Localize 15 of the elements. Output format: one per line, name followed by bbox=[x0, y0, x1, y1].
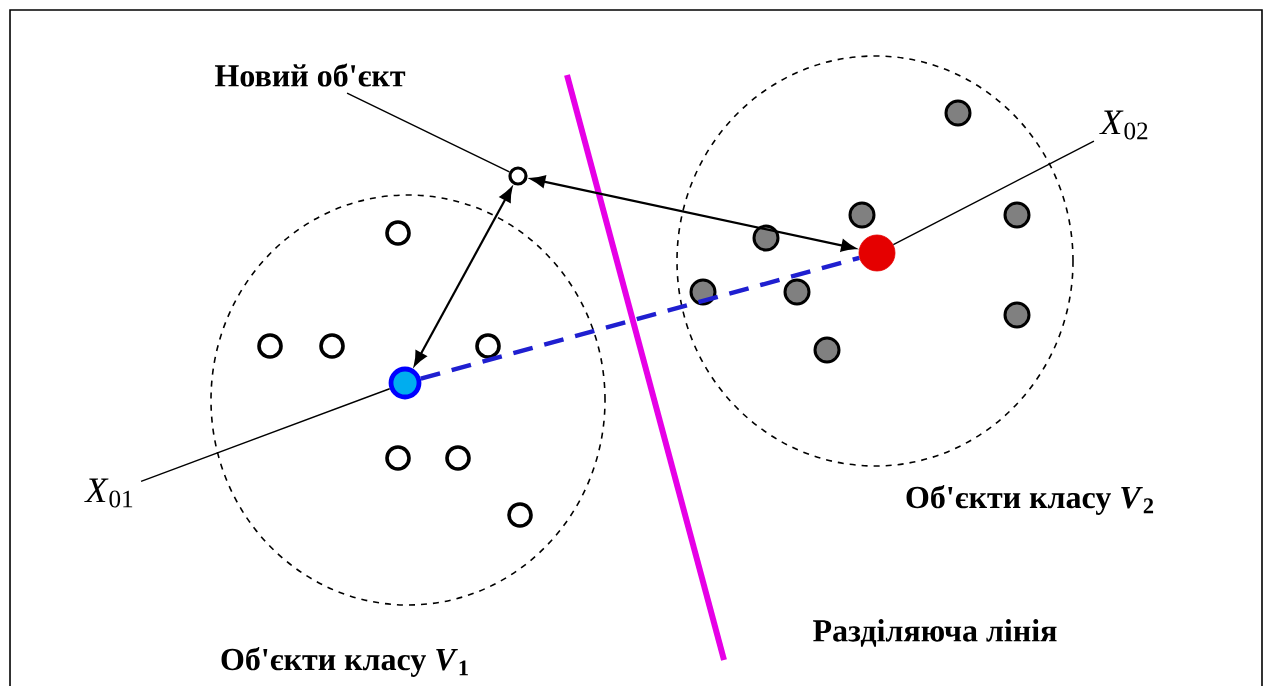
leader-line bbox=[140, 388, 391, 483]
object-label: Новий об'єкт bbox=[215, 63, 406, 87]
arrow bbox=[413, 187, 513, 366]
arrow bbox=[530, 175, 856, 252]
distance-line bbox=[420, 255, 860, 381]
cluster-label: Об'єкти класу V$_{1}$ bbox=[221, 647, 468, 677]
centroid-point bbox=[858, 234, 896, 272]
leader-line bbox=[346, 92, 511, 173]
new-object-point bbox=[508, 166, 528, 186]
centroid-label: X$_{01}$ bbox=[84, 478, 133, 508]
leader-line bbox=[892, 140, 1095, 246]
line-label: Разділяюча лінія bbox=[813, 619, 1057, 647]
centroid-point bbox=[388, 366, 422, 400]
cluster-label: Об'єкти класу V$_{2}$ bbox=[906, 485, 1154, 515]
centroid-label: X$_{02}$ bbox=[1099, 110, 1148, 140]
